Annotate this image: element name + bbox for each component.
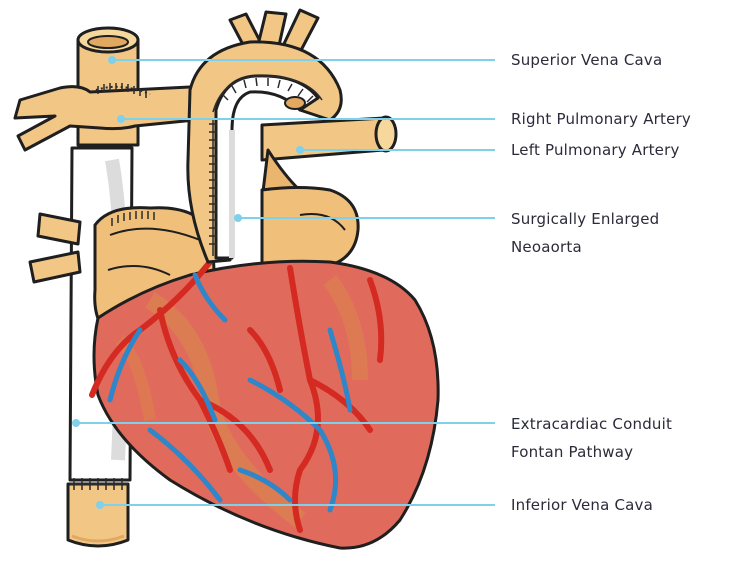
label-neoaorta-line1: Surgically Enlarged bbox=[511, 208, 659, 230]
label-right-pulmonary-artery: Right Pulmonary Artery bbox=[511, 108, 691, 130]
label-neoaorta-line2: Neoaorta bbox=[511, 236, 582, 258]
label-superior-vena-cava: Superior Vena Cava bbox=[511, 49, 662, 71]
left-atrium bbox=[262, 188, 358, 271]
label-inferior-vena-cava: Inferior Vena Cava bbox=[511, 494, 653, 516]
label-left-pulmonary-artery: Left Pulmonary Artery bbox=[511, 139, 680, 161]
label-conduit-line2: Fontan Pathway bbox=[511, 441, 633, 463]
label-conduit-line1: Extracardiac Conduit bbox=[511, 413, 672, 435]
inferior-vena-cava bbox=[68, 484, 128, 546]
